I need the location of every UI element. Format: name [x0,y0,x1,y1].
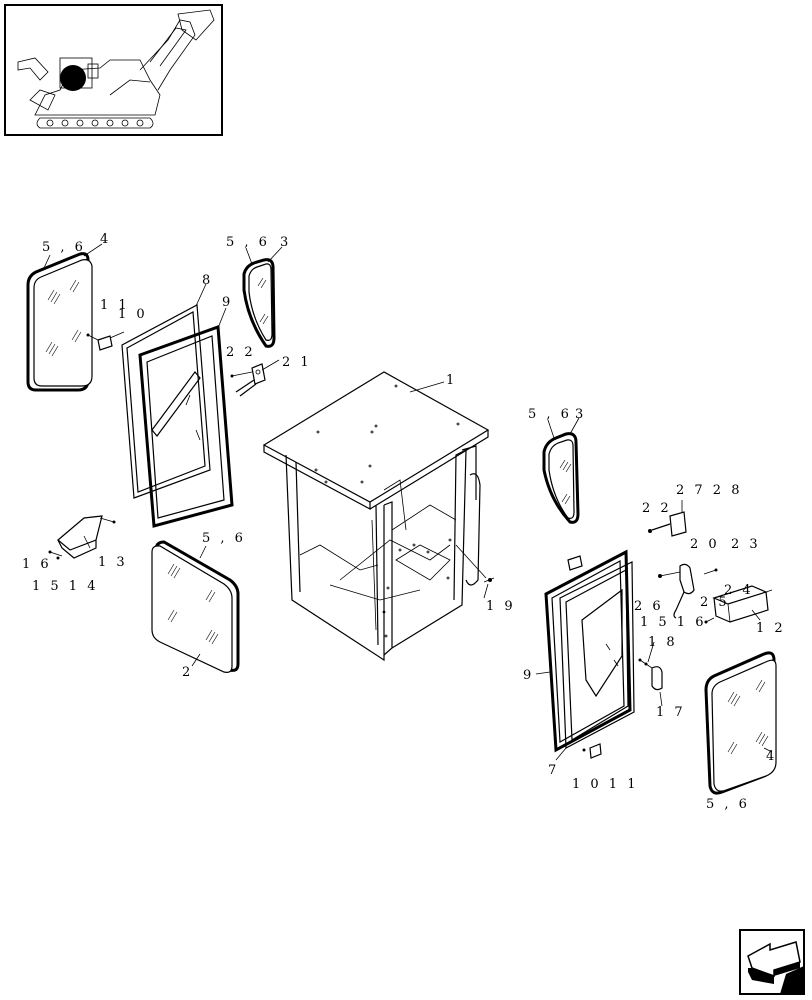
left-upper-corner-window-3 [242,258,276,348]
callout-label: 3 [575,407,586,422]
callout-label: 2 7 2 8 [676,483,742,498]
callout-leader-lines [43,243,773,761]
machine-locator-thumbnail [4,4,223,136]
callout-label: 1 5 1 6 [640,615,706,630]
callout-label: 4 [100,232,111,247]
left-door-frame-8 [121,304,211,499]
callout-label: 4 [766,749,777,764]
right-door-frame-9 [544,549,632,753]
callout-label: 2 1 [282,355,312,370]
callout-label: 1 0 [118,307,148,322]
callout-label: 5 , 6 [202,531,246,546]
callout-label: 2 4 [724,583,754,598]
callout-label: 9 [222,295,233,310]
callout-label: 5 , 6 [226,235,270,250]
callout-label: 2 2 [642,501,672,516]
callout-label: 2 [182,665,193,680]
callout-label: 1 3 [98,555,128,570]
callout-label: 9 [523,668,534,683]
callout-label: 1 [446,373,457,388]
callout-label: 2 3 [731,537,761,552]
callout-label: 8 [202,273,213,288]
left-latch-hardware [86,331,125,351]
left-lower-window-2 [151,540,240,673]
callout-label: 1 2 [756,621,786,636]
callout-label: 7 [548,763,559,778]
left-side-window-4 [26,252,93,392]
callout-label: 5 , 6 [42,240,86,255]
callout-label: 5 , 6 [706,797,750,812]
callout-label: 2 0 [690,537,720,552]
callout-label: 1 8 [648,635,678,650]
callout-labels: 5 , 6 4 5 , 6 3 8 9 1 1 1 0 2 2 2 1 1 5 … [22,232,786,812]
right-hinge-22-27-28 [648,500,687,537]
callout-label: 1 9 [486,599,516,614]
right-upper-corner-window-3 [542,432,580,524]
callout-label: 1 1 [100,298,130,313]
callout-label: 3 [280,235,291,250]
callout-label: 1 5 1 4 [32,579,98,594]
right-door-frame-7 [559,561,635,749]
callout-label: 1 7 [656,705,686,720]
callout-label: 5 , 6 [528,407,572,422]
right-handle-assembly-20-23 [658,563,718,619]
right-door-hardware [567,555,663,759]
right-wiper-bracket-12 [704,585,773,624]
callout-label: 1 6 [22,557,52,572]
callout-label: 2 2 [226,345,256,360]
callout-label: 2 5 [700,595,730,610]
left-wiper-bracket-13 [48,515,116,560]
cab-frame-1 [262,371,495,662]
left-door-frame-9 [138,324,234,528]
left-hinge-21-22 [230,363,266,397]
next-page-arrow-icon[interactable] [739,929,805,995]
callout-label: 1 0 1 1 [572,777,638,792]
callout-label: 2 6 [634,599,664,614]
right-side-window-4 [704,651,777,795]
